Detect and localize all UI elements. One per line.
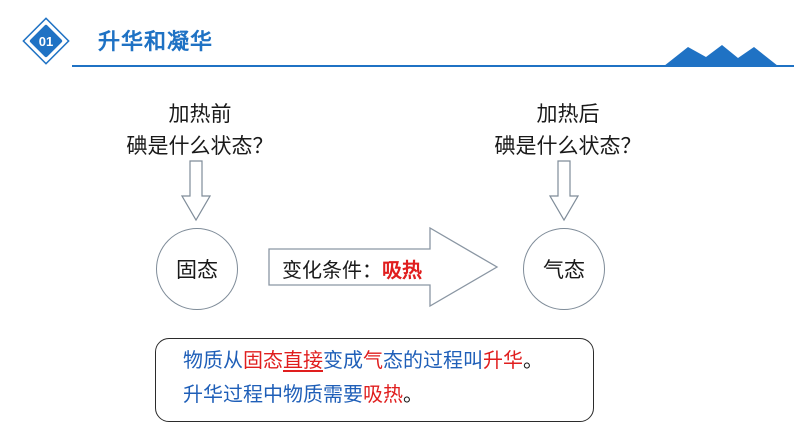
summary-segment: 气 bbox=[363, 348, 383, 372]
header-decoration bbox=[72, 45, 794, 67]
summary-segment: 升华 bbox=[483, 348, 523, 372]
left-down-arrow-icon bbox=[181, 160, 211, 222]
summary-segment: 态的过程叫 bbox=[383, 348, 483, 372]
condition-text: 变化条件：吸热 bbox=[282, 254, 422, 283]
gas-state-circle: 气态 bbox=[523, 228, 605, 310]
summary-segment: 。 bbox=[403, 382, 423, 406]
right-down-arrow-icon bbox=[549, 160, 579, 222]
left-question: 碘是什么状态？ bbox=[126, 134, 274, 158]
section-number-badge: 01 bbox=[22, 17, 70, 65]
summary-line-2: 升华过程中物质需要吸热。 bbox=[183, 379, 423, 410]
summary-segment: 吸热 bbox=[363, 382, 403, 406]
right-question: 碘是什么状态？ bbox=[494, 134, 642, 158]
solid-state-circle: 固态 bbox=[156, 228, 238, 310]
condition-arrow-icon bbox=[268, 226, 499, 308]
section-number: 01 bbox=[39, 34, 53, 49]
summary-box bbox=[155, 338, 594, 422]
left-heading: 加热前 bbox=[168, 102, 232, 126]
solid-state-label: 固态 bbox=[176, 258, 218, 282]
summary-segment: 直接 bbox=[283, 348, 323, 372]
summary-segment: 变成 bbox=[323, 348, 363, 372]
condition-value: 吸热 bbox=[382, 258, 422, 282]
mountain-decoration-icon bbox=[664, 45, 778, 66]
summary-segment: 物质从 bbox=[183, 348, 243, 372]
summary-segment: 固态 bbox=[243, 348, 283, 372]
diamond-badge-icon: 01 bbox=[22, 17, 70, 65]
summary-line-1: 物质从固态直接变成气态的过程叫升华。 bbox=[183, 345, 543, 376]
condition-label: 变化条件： bbox=[282, 258, 382, 282]
page-title: 升华和凝华 bbox=[98, 30, 214, 55]
gas-state-label: 气态 bbox=[543, 258, 585, 282]
summary-segment: 。 bbox=[523, 348, 543, 372]
right-heading: 加热后 bbox=[536, 102, 600, 126]
summary-segment: 升华过程中物质需要 bbox=[183, 382, 363, 406]
